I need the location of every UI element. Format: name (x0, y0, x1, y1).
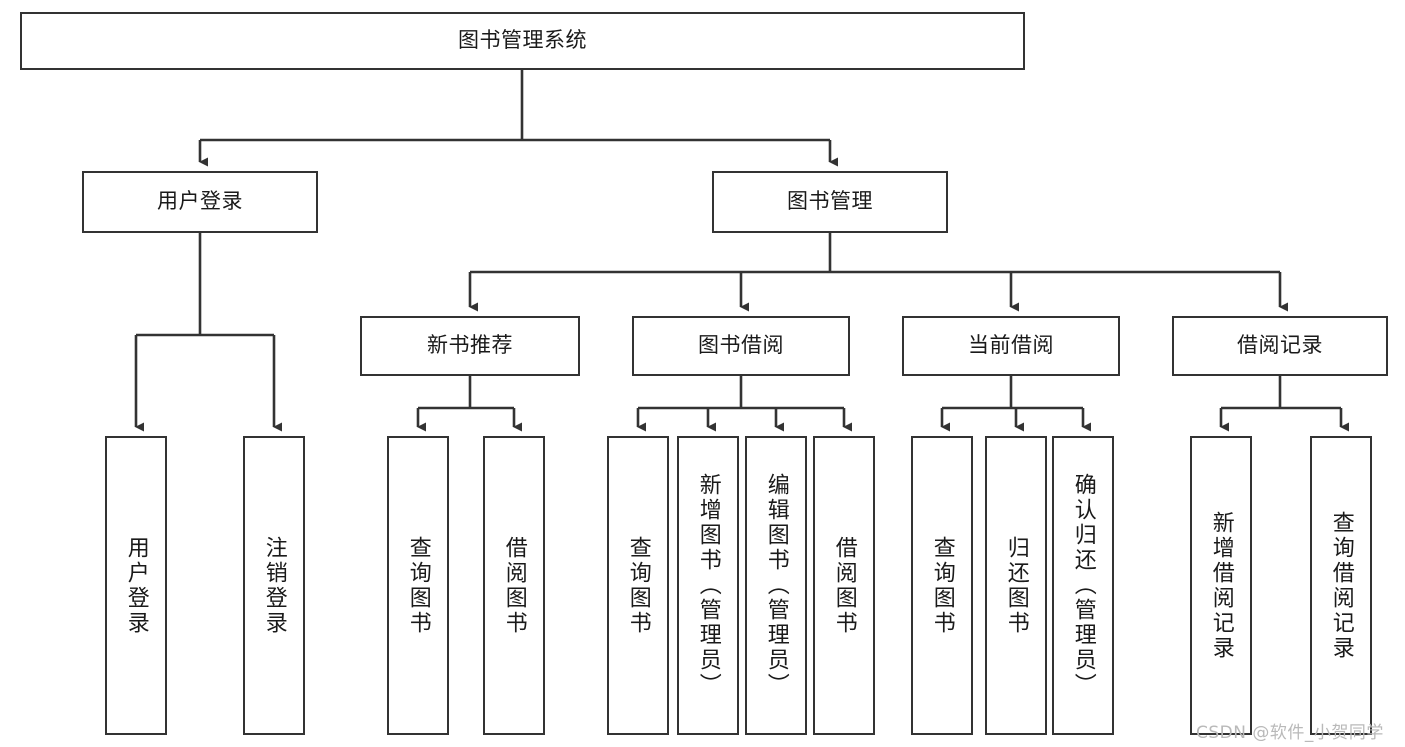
node-borrow-record-label: 借阅记录 (1237, 333, 1323, 358)
node-leaf-borrow-book-1[interactable]: 借阅图书 (483, 436, 545, 735)
node-leaf-borrow-book-2-label: 借阅图书 (831, 535, 857, 636)
node-leaf-edit-book-label: 编辑图书（管理员） (763, 473, 789, 698)
node-borrow-record[interactable]: 借阅记录 (1172, 316, 1388, 376)
node-leaf-user-login[interactable]: 用户登录 (105, 436, 167, 735)
node-leaf-borrow-book-2[interactable]: 借阅图书 (813, 436, 875, 735)
node-book-manage-label: 图书管理 (787, 189, 873, 214)
node-book-borrow[interactable]: 图书借阅 (632, 316, 850, 376)
node-leaf-return-book-label: 归还图书 (1003, 535, 1029, 636)
connector-current-borrow-to-leaves (940, 376, 1091, 432)
csdn-watermark: CSDN @软件_小贺同学 (1196, 723, 1384, 743)
node-current-borrow-label: 当前借阅 (968, 333, 1054, 358)
node-leaf-user-login-label: 用户登录 (123, 535, 149, 636)
connector-book-borrow-to-leaves (636, 376, 852, 432)
node-leaf-add-book[interactable]: 新增图书（管理员） (677, 436, 739, 735)
node-root-label: 图书管理系统 (458, 28, 587, 53)
node-leaf-add-record-label: 新增借阅记录 (1208, 510, 1234, 661)
node-leaf-query-book-1-label: 查询图书 (405, 535, 431, 636)
node-current-borrow[interactable]: 当前借阅 (902, 316, 1120, 376)
node-leaf-query-book-2-label: 查询图书 (625, 535, 651, 636)
connector-new-book-recommend-to-leaves (416, 376, 522, 432)
node-root[interactable]: 图书管理系统 (20, 12, 1025, 70)
node-user-login-label: 用户登录 (157, 189, 243, 214)
node-book-manage[interactable]: 图书管理 (712, 171, 948, 233)
node-new-book-recommend-label: 新书推荐 (427, 333, 513, 358)
node-leaf-query-record[interactable]: 查询借阅记录 (1310, 436, 1372, 735)
node-leaf-query-record-label: 查询借阅记录 (1328, 510, 1354, 661)
connector-root-to-level2 (198, 70, 838, 167)
node-leaf-confirm-return[interactable]: 确认归还（管理员） (1052, 436, 1114, 735)
node-leaf-borrow-book-1-label: 借阅图书 (501, 535, 527, 636)
node-leaf-add-book-label: 新增图书（管理员） (695, 473, 721, 698)
node-user-login[interactable]: 用户登录 (82, 171, 318, 233)
connector-book-manage-to-level3 (468, 233, 1288, 312)
node-new-book-recommend[interactable]: 新书推荐 (360, 316, 580, 376)
node-leaf-edit-book[interactable]: 编辑图书（管理员） (745, 436, 807, 735)
node-leaf-query-book-2[interactable]: 查询图书 (607, 436, 669, 735)
node-leaf-logout-label: 注销登录 (261, 535, 287, 636)
connector-user-login-to-leaves (134, 233, 282, 432)
node-leaf-add-record[interactable]: 新增借阅记录 (1190, 436, 1252, 735)
node-leaf-query-book-1[interactable]: 查询图书 (387, 436, 449, 735)
node-leaf-return-book[interactable]: 归还图书 (985, 436, 1047, 735)
node-leaf-query-book-3[interactable]: 查询图书 (911, 436, 973, 735)
node-leaf-confirm-return-label: 确认归还（管理员） (1070, 473, 1096, 698)
node-leaf-logout[interactable]: 注销登录 (243, 436, 305, 735)
node-leaf-query-book-3-label: 查询图书 (929, 535, 955, 636)
connector-borrow-record-to-leaves (1219, 376, 1349, 432)
node-book-borrow-label: 图书借阅 (698, 333, 784, 358)
